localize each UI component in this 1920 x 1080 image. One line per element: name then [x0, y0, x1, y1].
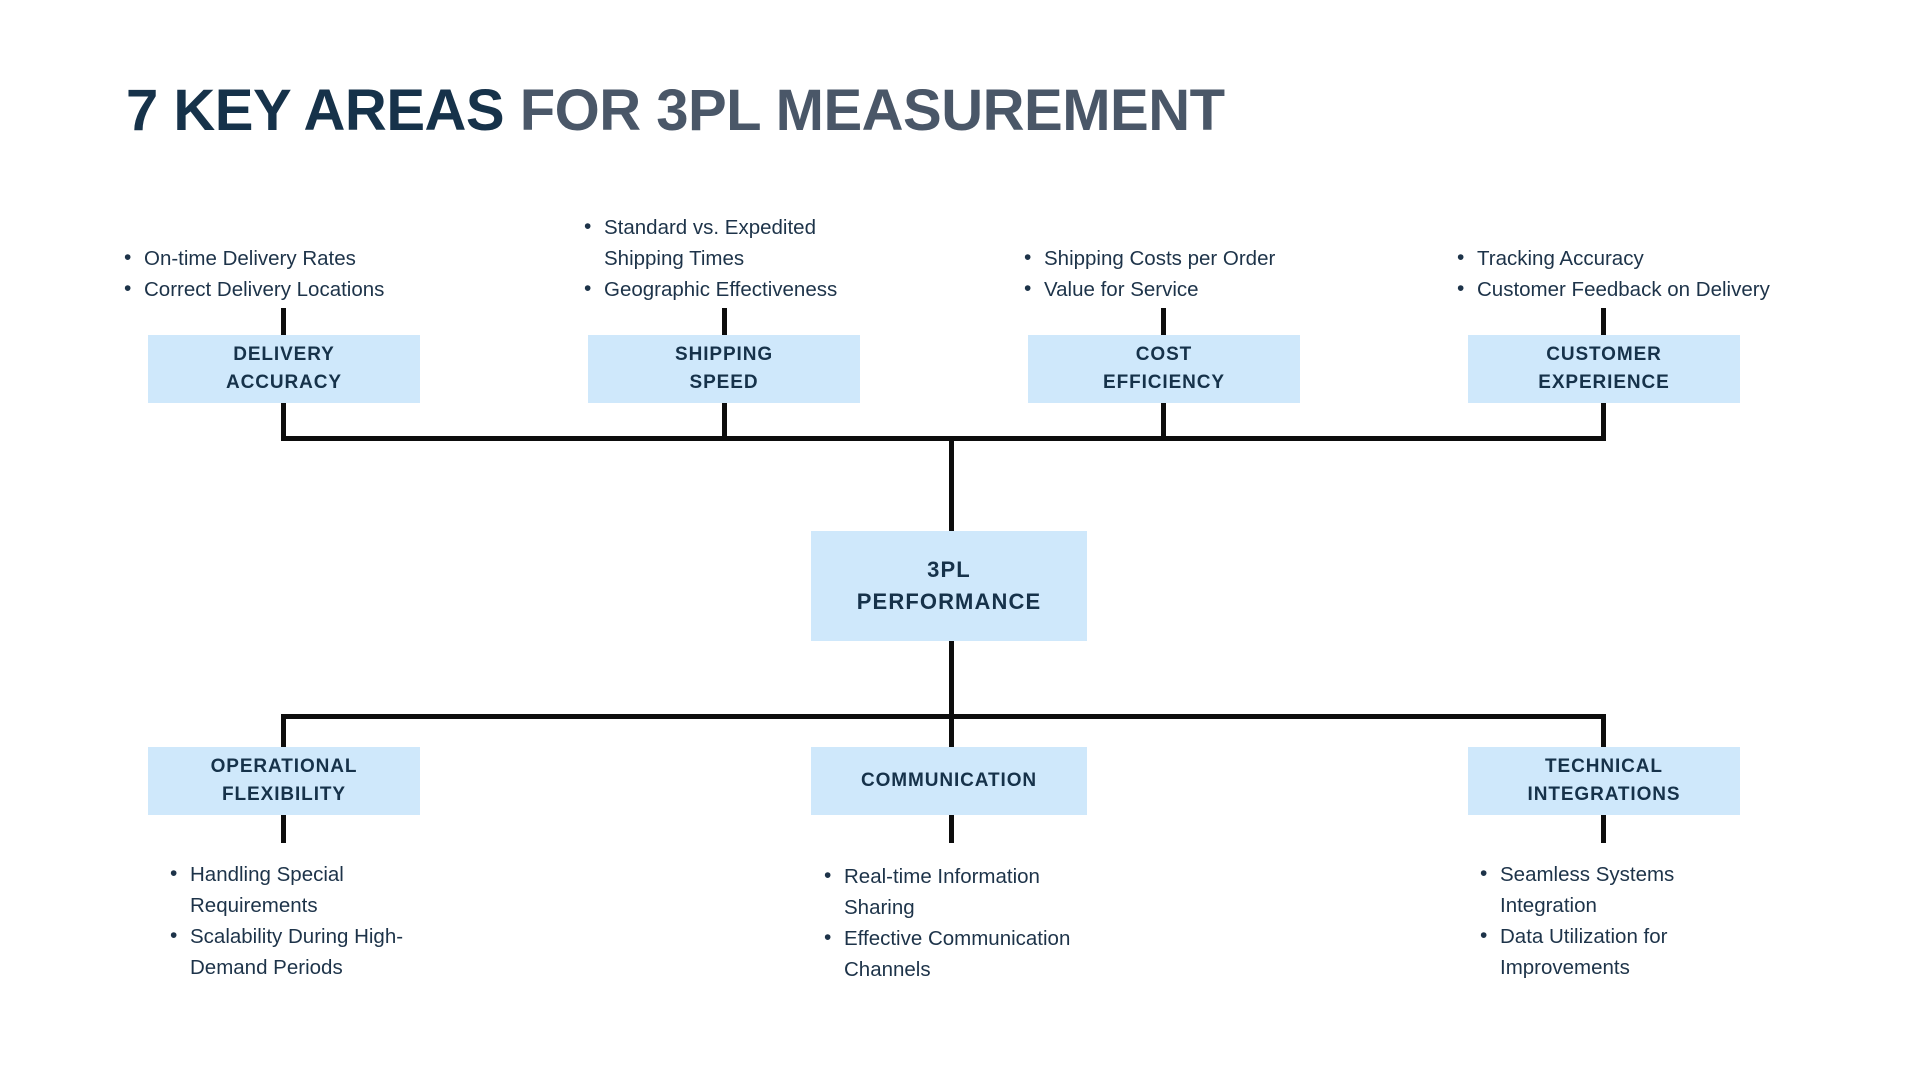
node-label: DELIVERY ACCURACY: [226, 344, 342, 393]
node-label: OPERATIONAL FLEXIBILITY: [210, 756, 358, 805]
page-title: 7 KEY AREAS FOR 3PL MEASUREMENT: [126, 82, 1225, 140]
list-item: Real-time Information Sharing: [822, 860, 1104, 923]
node-customer-experience[interactable]: CUSTOMER EXPERIENCE: [1468, 335, 1740, 403]
bullet-list-technical-integrations: Seamless Systems Integration Data Utiliz…: [1478, 858, 1740, 983]
bullet-list-customer-experience: Tracking Accuracy Customer Feedback on D…: [1455, 242, 1845, 305]
connector-drop-communication: [949, 714, 954, 747]
list-item: Effective Communication Channels: [822, 922, 1104, 985]
node-shipping-speed[interactable]: SHIPPING SPEED: [588, 335, 860, 403]
connector-center-to-bottom: [949, 641, 954, 717]
node-label: COMMUNICATION: [861, 770, 1037, 792]
node-label: COST EFFICIENCY: [1103, 344, 1225, 393]
list-item: Value for Service: [1022, 273, 1322, 305]
title-remainder: FOR 3PL MEASUREMENT: [504, 78, 1225, 143]
node-3pl-performance[interactable]: 3PL PERFORMANCE: [811, 531, 1087, 641]
node-label: CUSTOMER EXPERIENCE: [1538, 344, 1670, 393]
list-item: Handling Special Requirements: [168, 858, 430, 921]
list-item: Seamless Systems Integration: [1478, 858, 1740, 921]
connector-drop-customer: [1601, 403, 1606, 439]
node-label: SHIPPING SPEED: [675, 344, 773, 393]
list-item: On-time Delivery Rates: [122, 242, 452, 274]
connector-stub-operational-bottom: [281, 815, 286, 843]
connector-stub-technical-bottom: [1601, 815, 1606, 843]
connector-bus-top: [281, 436, 1606, 441]
connector-bus-bottom: [281, 714, 1606, 719]
node-delivery-accuracy[interactable]: DELIVERY ACCURACY: [148, 335, 420, 403]
node-cost-efficiency[interactable]: COST EFFICIENCY: [1028, 335, 1300, 403]
list-item: Shipping Costs per Order: [1022, 242, 1322, 274]
bullet-list-operational-flexibility: Handling Special Requirements Scalabilit…: [168, 858, 430, 983]
connector-drop-technical: [1601, 714, 1606, 747]
connector-drop-operational: [281, 714, 286, 747]
node-technical-integrations[interactable]: TECHNICAL INTEGRATIONS: [1468, 747, 1740, 815]
node-communication[interactable]: COMMUNICATION: [811, 747, 1087, 815]
title-highlight: 7 KEY AREAS: [126, 78, 505, 143]
node-operational-flexibility[interactable]: OPERATIONAL FLEXIBILITY: [148, 747, 420, 815]
connector-stub-shipping-top: [722, 308, 727, 335]
bullet-list-shipping-speed: Standard vs. Expedited Shipping Times Ge…: [582, 211, 872, 305]
connector-stub-communication-bottom: [949, 815, 954, 843]
connector-drop-cost: [1161, 403, 1166, 439]
list-item: Customer Feedback on Delivery: [1455, 273, 1845, 305]
bullet-list-communication: Real-time Information Sharing Effective …: [822, 860, 1104, 985]
node-label: 3PL PERFORMANCE: [856, 557, 1042, 614]
connector-drop-delivery: [281, 403, 286, 439]
list-item: Tracking Accuracy: [1455, 242, 1845, 274]
node-label: TECHNICAL INTEGRATIONS: [1527, 756, 1681, 805]
bullet-list-delivery-accuracy: On-time Delivery Rates Correct Delivery …: [122, 242, 452, 305]
connector-drop-shipping: [722, 403, 727, 439]
list-item: Standard vs. Expedited Shipping Times: [582, 211, 872, 274]
list-item: Correct Delivery Locations: [122, 273, 452, 305]
list-item: Data Utilization for Improvements: [1478, 920, 1740, 983]
list-item: Scalability During High-Demand Periods: [168, 920, 430, 983]
list-item: Geographic Effectiveness: [582, 273, 872, 305]
connector-stub-customer-top: [1601, 308, 1606, 335]
bullet-list-cost-efficiency: Shipping Costs per Order Value for Servi…: [1022, 242, 1322, 305]
connector-top-to-center: [949, 436, 954, 531]
connector-stub-delivery-top: [281, 308, 286, 335]
connector-stub-cost-top: [1161, 308, 1166, 335]
